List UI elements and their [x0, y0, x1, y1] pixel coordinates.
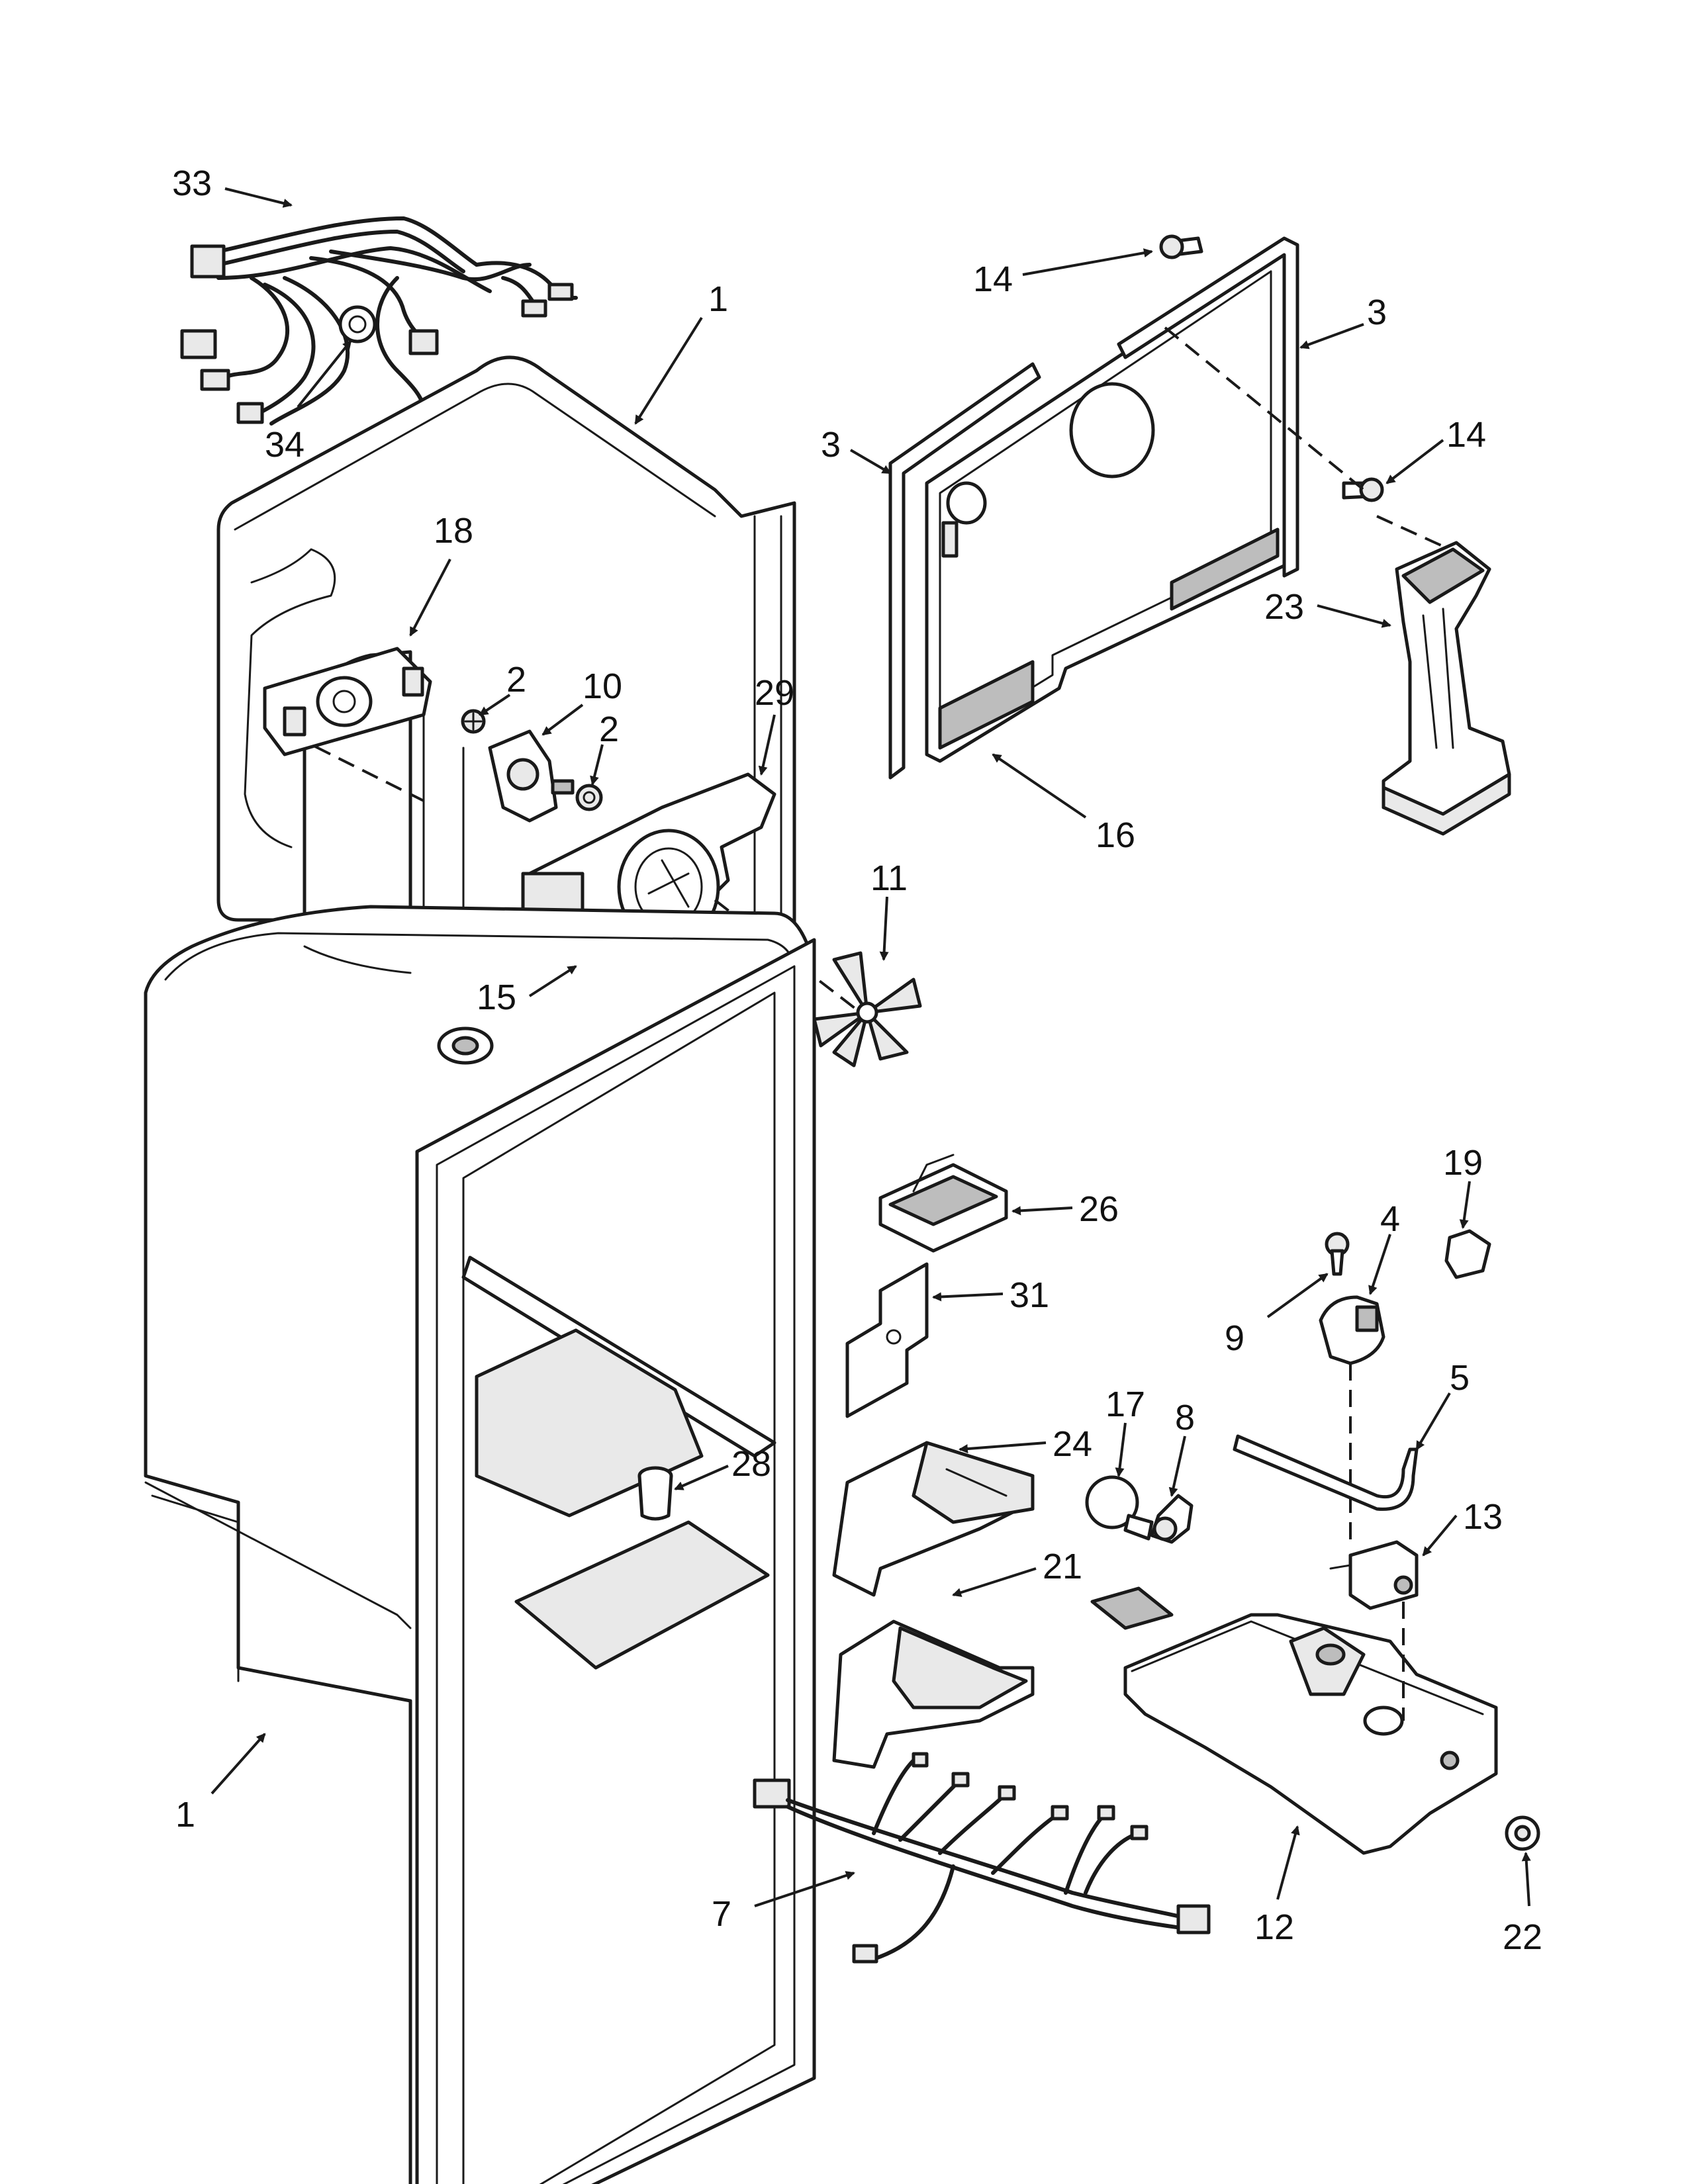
screw-14b	[1342, 477, 1384, 502]
callout-1-top: 1	[708, 279, 728, 319]
callout-5: 5	[1450, 1358, 1470, 1398]
callout-19: 19	[1443, 1143, 1483, 1183]
plate-31	[845, 1262, 929, 1418]
callout-2a: 2	[506, 660, 526, 700]
clip-19	[1444, 1229, 1491, 1279]
screw-2b	[575, 784, 603, 811]
callout-3a: 3	[821, 425, 841, 465]
control-housing-24	[832, 1441, 1035, 1597]
lamp-socket-8	[1150, 1494, 1194, 1544]
callout-11: 11	[870, 858, 908, 898]
fan-motor-10	[488, 729, 575, 823]
callout-7: 7	[712, 1894, 731, 1934]
callout-2b: 2	[599, 709, 619, 749]
light-housing-12	[1090, 1586, 1498, 1855]
control-knob-4	[1319, 1295, 1385, 1365]
wiring-harness-7	[753, 1752, 1211, 1964]
callout-14a: 14	[973, 259, 1013, 299]
callout-3b: 3	[1367, 293, 1387, 332]
gasket-3b	[1117, 236, 1299, 578]
callout-4: 4	[1380, 1199, 1400, 1239]
panel-16	[925, 250, 1293, 763]
screw-9	[1325, 1232, 1350, 1276]
callout-17: 17	[1105, 1385, 1145, 1424]
fresh-food-liner-1	[144, 905, 816, 2184]
callout-21: 21	[1043, 1547, 1082, 1586]
callout-1-bottom: 1	[175, 1795, 195, 1835]
callout-14b: 14	[1446, 415, 1486, 455]
bracket-18	[263, 647, 432, 756]
thermostat-13	[1329, 1540, 1419, 1610]
callout-34: 34	[265, 425, 305, 465]
wiring-harness-33	[180, 216, 578, 426]
callout-9: 9	[1225, 1318, 1244, 1358]
callout-28: 28	[731, 1444, 771, 1484]
gasket-3a	[888, 362, 1041, 780]
callout-22: 22	[1503, 1917, 1542, 1957]
knob-22	[1505, 1815, 1540, 1851]
callout-10: 10	[583, 666, 622, 706]
callout-26: 26	[1079, 1189, 1119, 1229]
callout-31: 31	[1009, 1275, 1049, 1315]
callout-33: 33	[172, 163, 212, 203]
light-bulb-17	[1085, 1475, 1154, 1541]
capillary-tube-5	[1233, 1434, 1419, 1511]
callout-23: 23	[1264, 587, 1304, 627]
callout-12: 12	[1254, 1907, 1294, 1947]
callout-13: 13	[1463, 1497, 1503, 1537]
plug-28	[637, 1466, 673, 1521]
callout-15: 15	[477, 978, 516, 1017]
control-housing-23	[1382, 541, 1511, 836]
callout-18: 18	[434, 511, 473, 551]
callout-8: 8	[1175, 1398, 1195, 1437]
callout-29: 29	[755, 673, 794, 713]
callout-labels: 33 34 1 18 2 10 2 29 15 11 14 3 3 14 23 …	[172, 163, 1542, 1957]
leader-lines	[211, 187, 1531, 1907]
cover-21	[832, 1619, 1035, 1769]
callout-16: 16	[1096, 815, 1135, 855]
light-shield-26	[878, 1154, 1008, 1253]
callout-24: 24	[1053, 1424, 1092, 1464]
screw-2a	[461, 709, 486, 734]
screw-14a	[1159, 234, 1203, 259]
